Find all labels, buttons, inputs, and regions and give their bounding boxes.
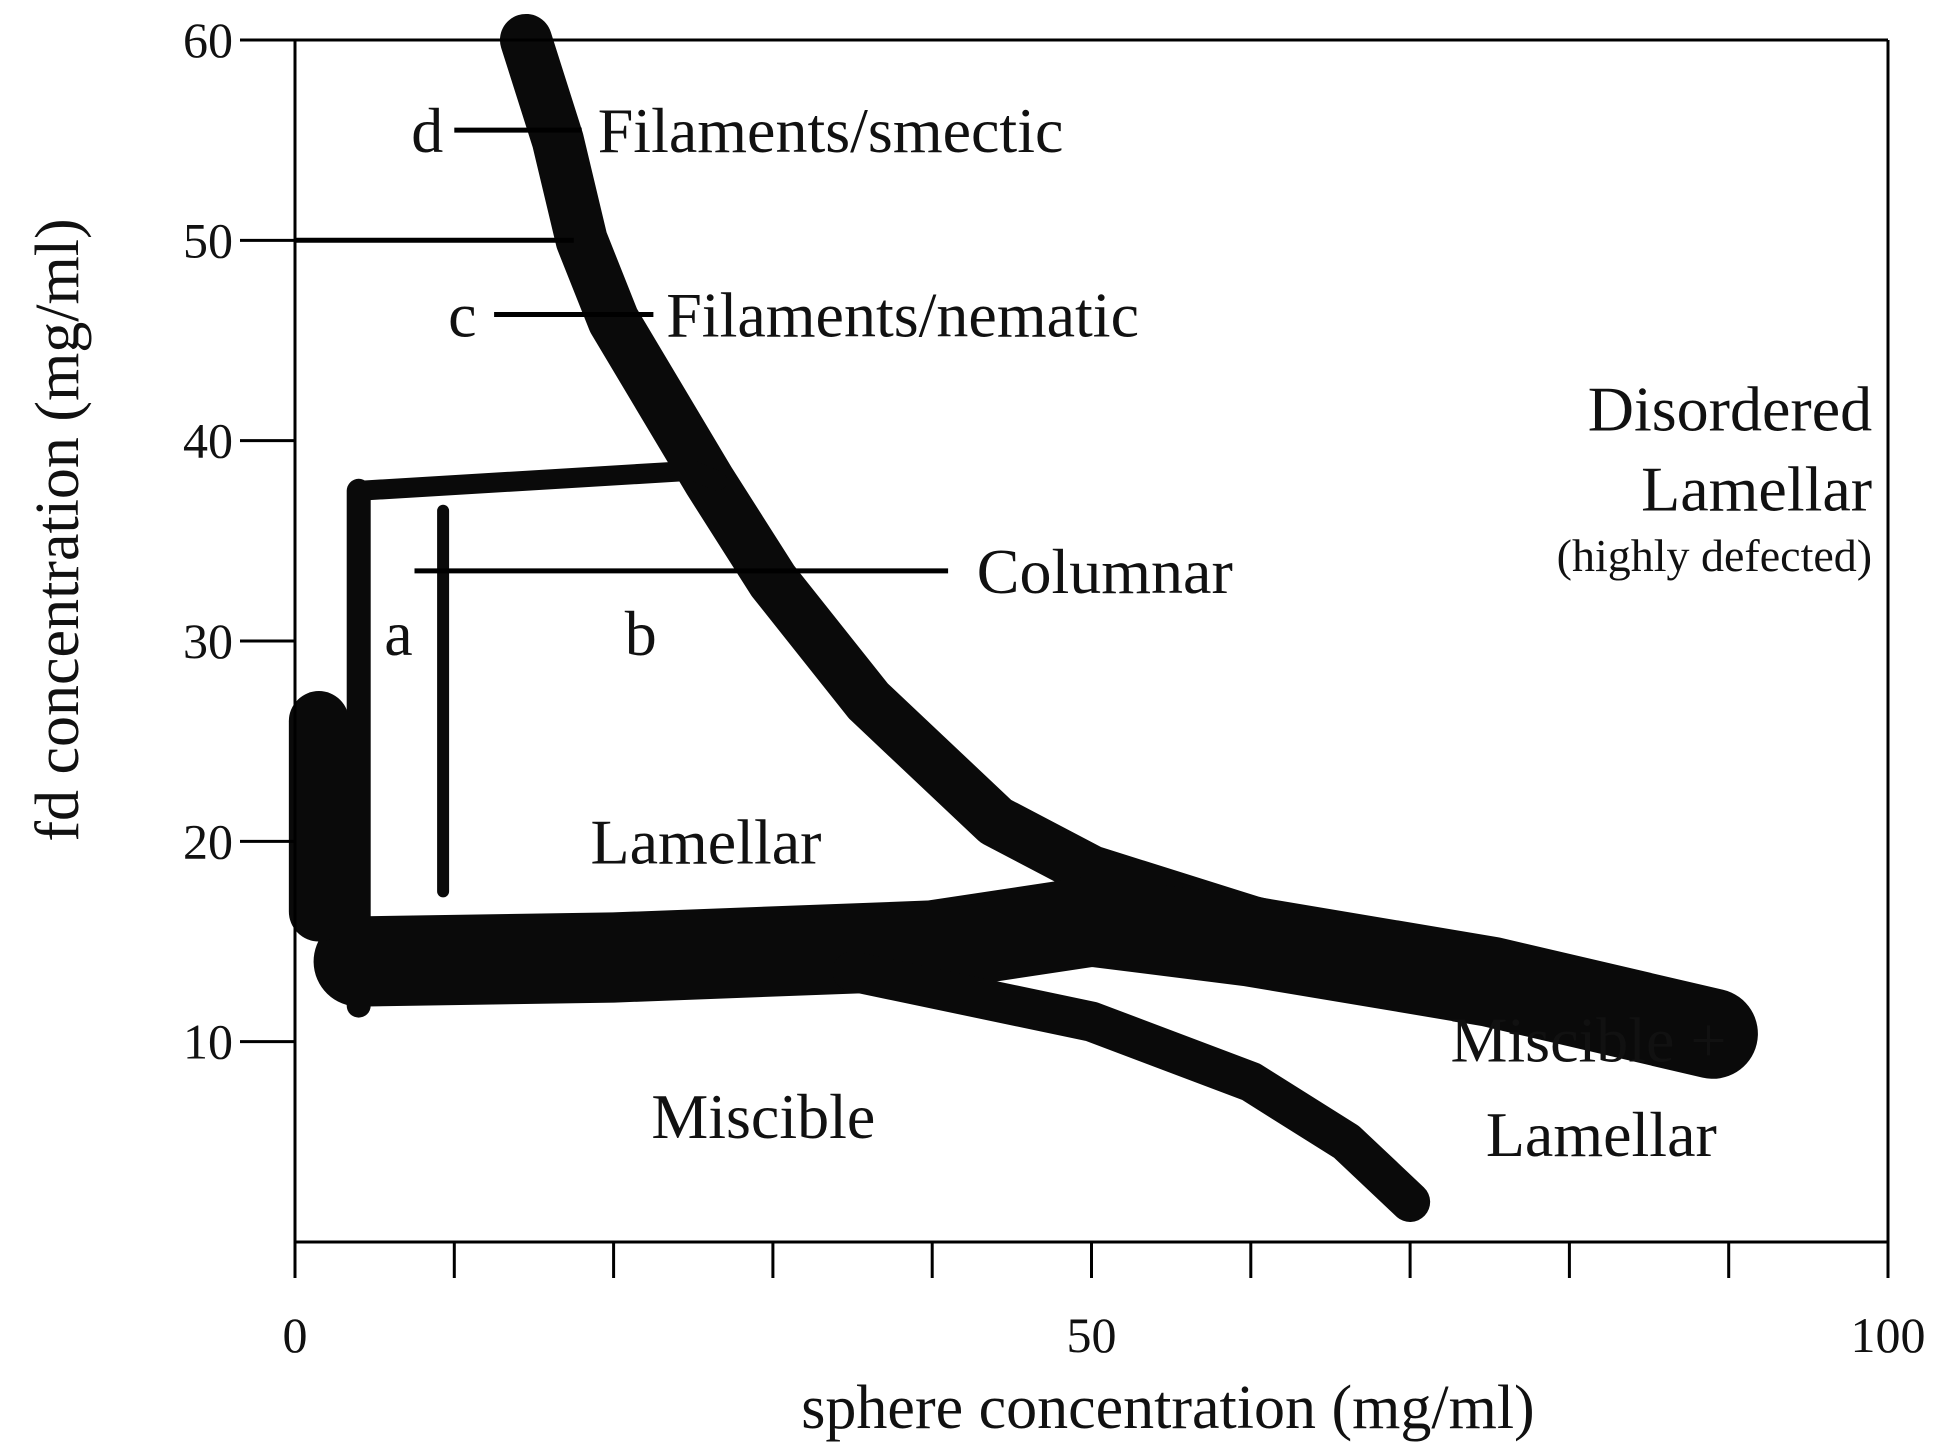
label-b: b [625,598,657,669]
phase-boundaries [288,13,1758,1222]
x-tick-label-0: 0 [283,1307,308,1363]
phase-boundary-wide-lamellar-band [313,876,1758,1079]
x-tick-label-50: 50 [1067,1307,1117,1363]
label-c: c [448,280,476,351]
y-tick-label-30: 30 [183,613,233,669]
label-miscible-plus: Miscible + [1450,1005,1726,1076]
label-highly-defected: (highly defected) [1557,530,1872,581]
axis-ticks: 0 50 100 10 20 30 40 50 60 [183,12,1926,1363]
y-tick-label-20: 20 [183,813,233,869]
label-columnar: Columnar [977,536,1233,607]
label-d: d [411,95,443,166]
annotation-lines [295,127,949,574]
phase-boundary-lamellar-top-line [348,460,728,501]
label-miscible-plus-lamellar: Lamellar [1486,1099,1717,1170]
x-tick-label-100: 100 [1851,1307,1926,1363]
y-tick-label-10: 10 [183,1014,233,1070]
label-a: a [384,598,412,669]
y-tick-label-60: 60 [183,12,233,68]
y-tick-label-50: 50 [183,212,233,268]
label-miscible: Miscible [651,1081,875,1152]
label-filaments-nematic: Filaments/nematic [666,280,1139,351]
y-axis-title: fd concentration (mg/ml) [24,218,92,841]
x-axis-title: sphere concentration (mg/ml) [801,1374,1534,1442]
label-disordered-lamellar: Lamellar [1641,454,1872,525]
phase-boundary-lower-lamellar-boundary [832,951,1431,1222]
y-tick-label-40: 40 [183,413,233,469]
annotation-labels: d Filaments/smectic c Filaments/nematicColu… [384,95,1872,1170]
label-filaments-smectic: Filaments/smectic [598,95,1064,166]
label-disordered: Disordered [1588,374,1872,445]
label-lamellar: Lamellar [591,806,822,877]
